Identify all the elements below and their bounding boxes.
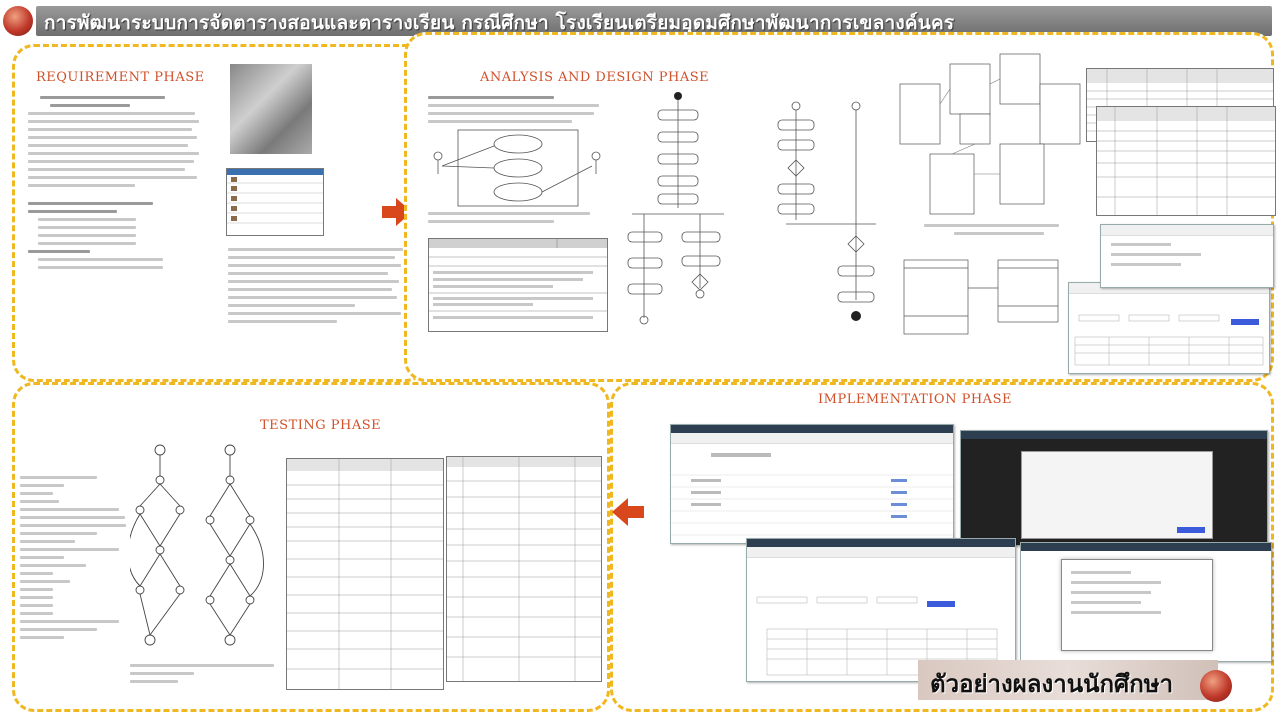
use-case-diagram xyxy=(433,129,601,207)
ui-mockup-form xyxy=(1068,282,1270,374)
schedule-table-sketch xyxy=(227,169,323,224)
testing-phase-title: TESTING PHASE xyxy=(260,418,382,433)
student-work-caption: ตัวอย่างผลงานนักศึกษา xyxy=(930,670,1174,698)
caption-band xyxy=(918,660,1218,700)
arrow-right-icon xyxy=(382,198,412,226)
cyclomatic-formula xyxy=(130,664,290,694)
title-band xyxy=(36,6,1272,36)
analysis-phase-title: ANALYSIS AND DESIGN PHASE xyxy=(480,70,710,85)
test-code-listing xyxy=(20,476,130,686)
database-caption xyxy=(924,224,1074,236)
requirement-phase-title: REQUIREMENT PHASE xyxy=(36,70,205,85)
equivalence-class-table xyxy=(286,458,444,690)
implementation-screen-4 xyxy=(1020,542,1272,662)
activity-diagram-2 xyxy=(777,101,876,321)
boundary-value-test-table xyxy=(446,456,602,682)
implementation-phase-title: IMPLEMENTATION PHASE xyxy=(818,392,1012,407)
implementation-screen-3 xyxy=(746,538,1016,682)
implementation-screen-1 xyxy=(670,424,954,544)
class-schedule-sample xyxy=(226,168,324,236)
ui-mockup-dialog xyxy=(1100,224,1274,288)
corner-logo-icon xyxy=(1200,670,1232,702)
header: การพัฒนาระบบการจัดตารางสอนและตารางเรียน … xyxy=(0,0,1280,40)
school-logo-icon xyxy=(3,6,33,36)
requirement-document xyxy=(22,92,212,322)
use-case-table xyxy=(428,238,608,332)
activity-diagram-1 xyxy=(627,92,724,325)
page-title: การพัฒนาระบบการจัดตารางสอนและตารางเรียน … xyxy=(44,12,955,34)
class-diagram xyxy=(903,259,1059,335)
data-dictionary-table-2 xyxy=(1096,106,1276,216)
database-diagram xyxy=(899,53,1081,215)
control-flow-graph xyxy=(130,444,264,646)
schedule-board-photo xyxy=(230,64,312,154)
implementation-screen-2 xyxy=(960,430,1268,546)
use-case-document xyxy=(428,96,608,332)
arrow-left-icon xyxy=(612,498,644,526)
requirement-notes xyxy=(228,248,410,338)
